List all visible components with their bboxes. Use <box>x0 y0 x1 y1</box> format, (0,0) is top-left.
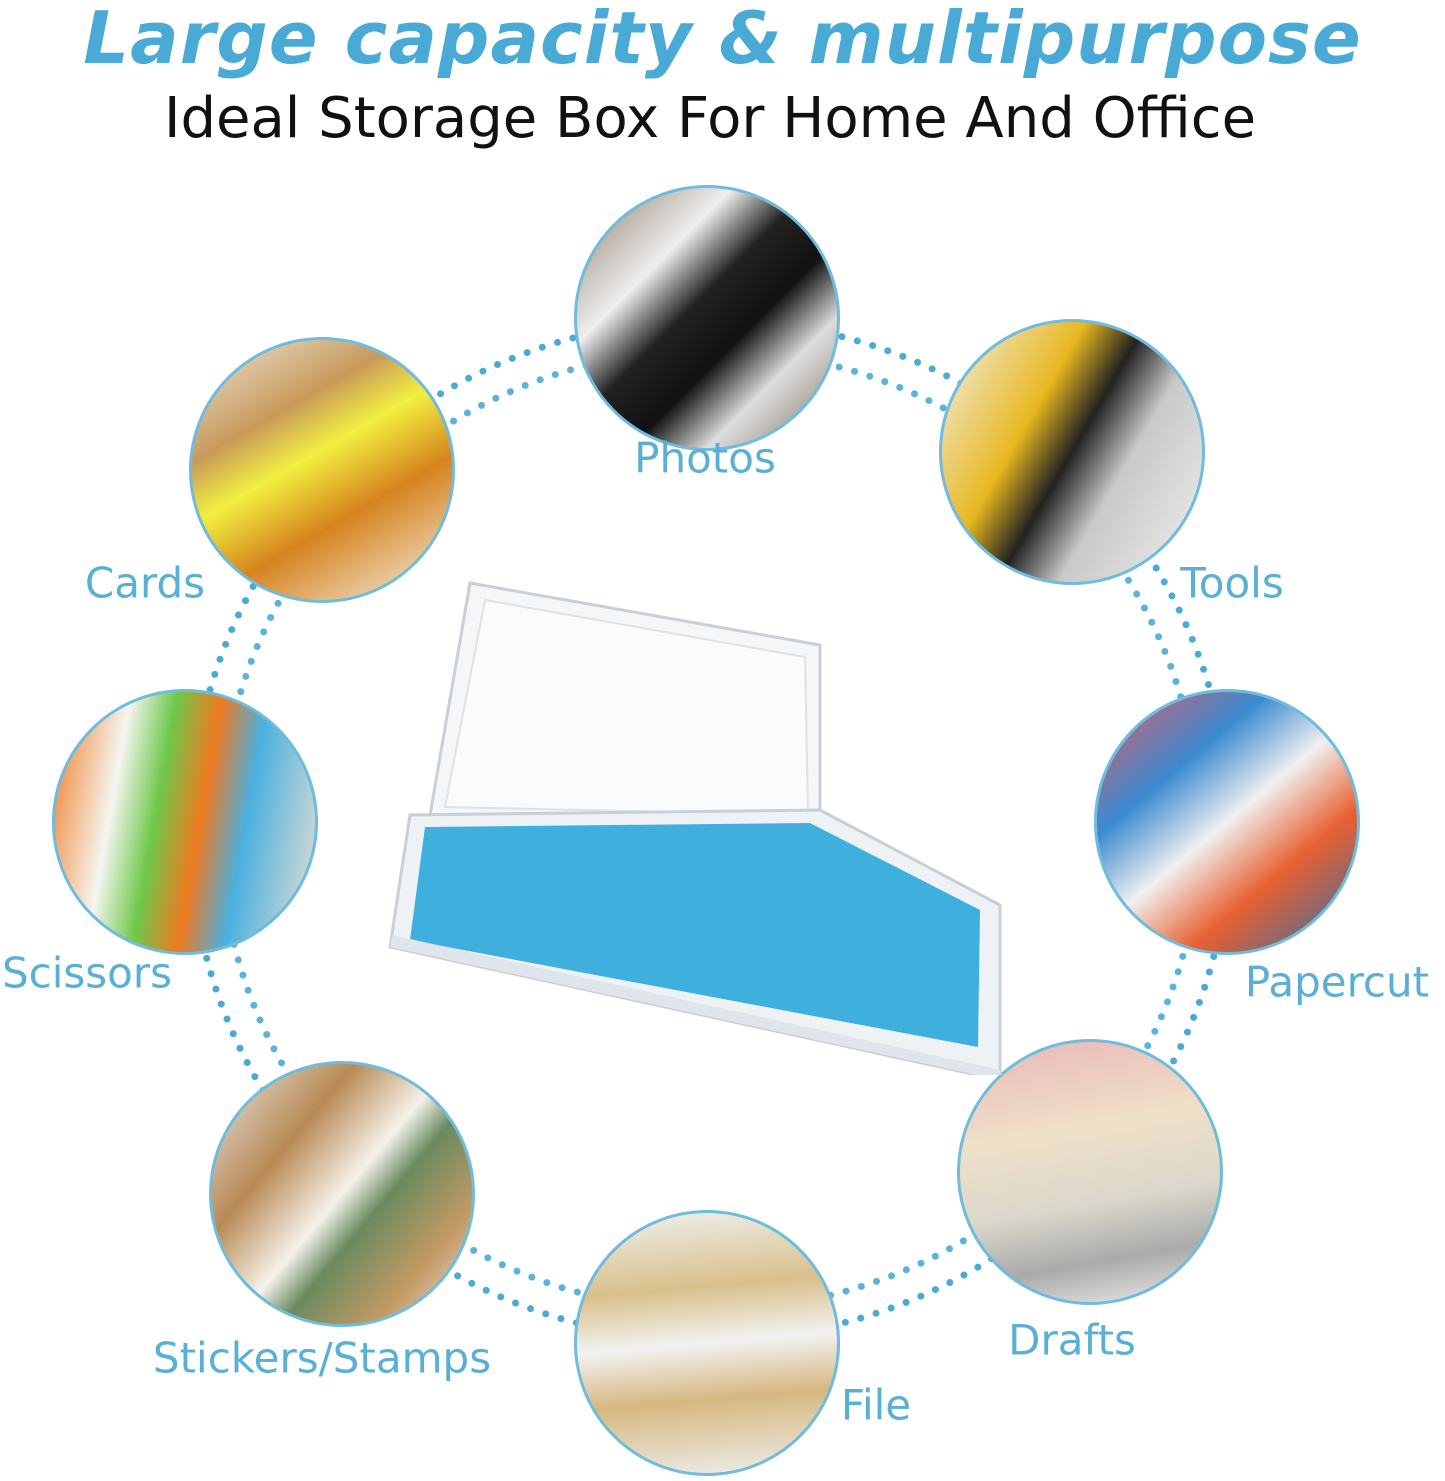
label-papercut: Papercut <box>1244 957 1430 1007</box>
label-tools: Tools <box>1180 558 1284 608</box>
drafts-image <box>957 1039 1223 1305</box>
label-stickers-stamps: Stickers/Stamps <box>152 1333 492 1383</box>
label-cards: Cards <box>84 558 206 608</box>
label-drafts: Drafts <box>1008 1315 1136 1365</box>
storage-box-image <box>388 581 1002 1075</box>
file-image <box>574 1210 840 1476</box>
stickers-stamps-image <box>209 1061 475 1327</box>
papercut-image <box>1094 689 1360 955</box>
tools-image <box>939 319 1205 585</box>
subheadline: Ideal Storage Box For Home And Office <box>163 86 1257 151</box>
cards-image <box>189 337 455 603</box>
photos-image <box>574 185 840 451</box>
headline: Large capacity & multipurpose <box>83 0 1362 80</box>
scissors-image <box>52 689 318 955</box>
label-photos: Photos <box>634 433 776 483</box>
label-scissors: Scissors <box>1 948 173 998</box>
label-file: File <box>840 1380 912 1430</box>
